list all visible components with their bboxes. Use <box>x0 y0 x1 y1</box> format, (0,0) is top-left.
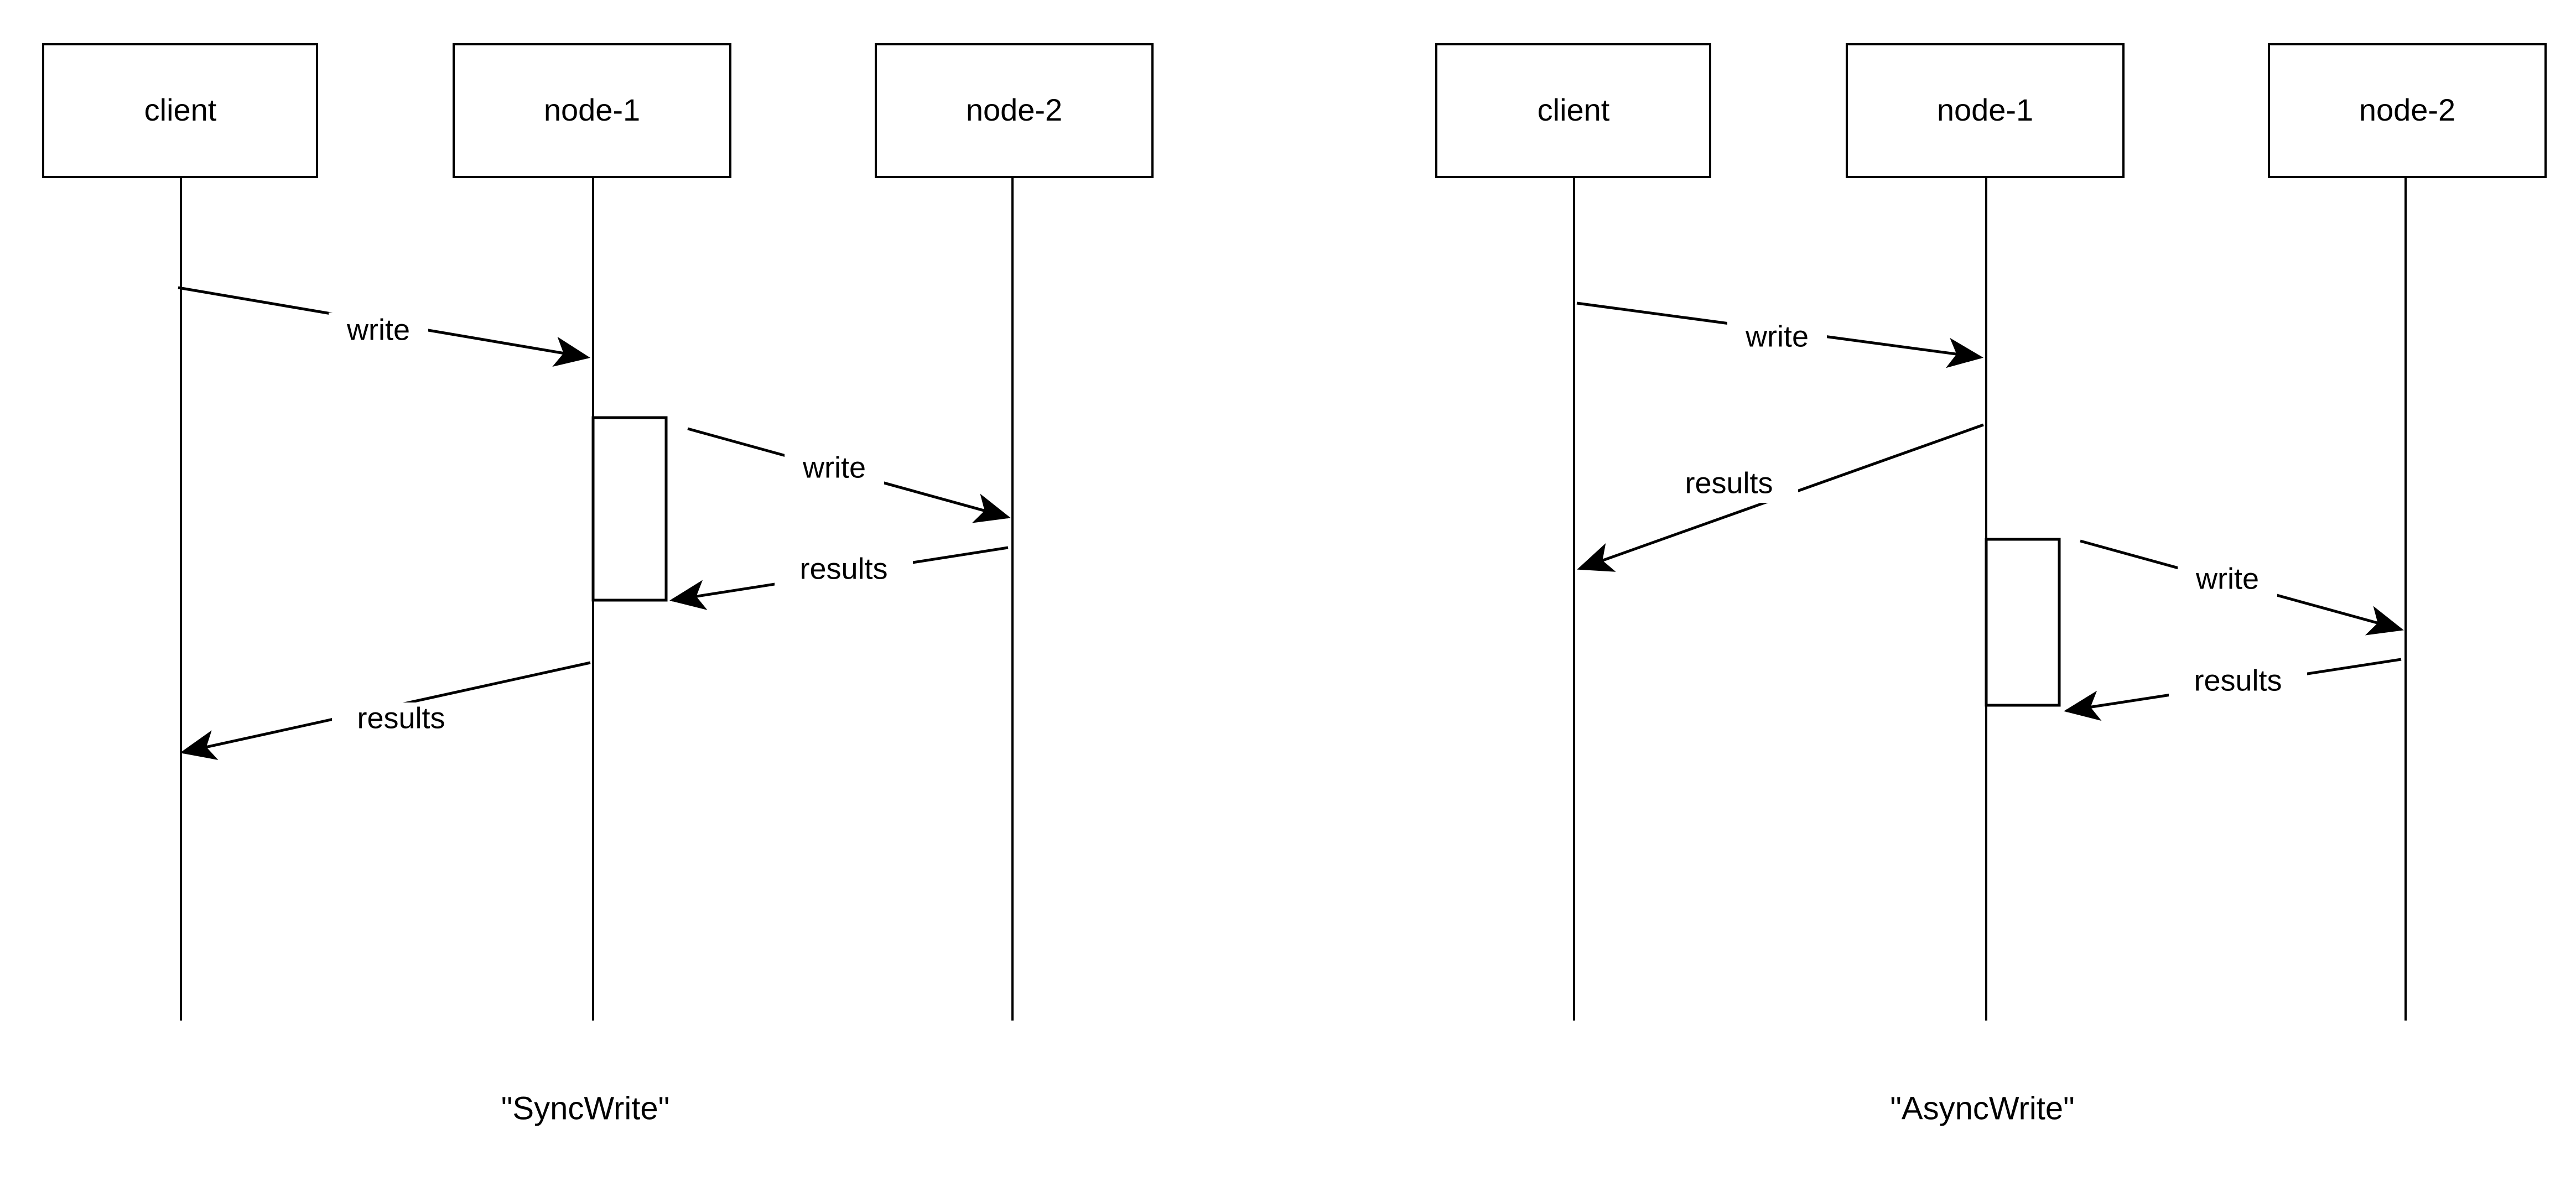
message-write-client-node1: write <box>178 286 590 367</box>
participant-client[interactable]: client <box>1435 43 1711 178</box>
message-results-node2-node1: results <box>669 546 1009 610</box>
message-results-node1-client: results <box>1577 423 1984 572</box>
message-write-node1-node2: write <box>2080 539 2404 636</box>
message-label-backdrop <box>2169 665 2307 700</box>
message-label: results <box>2194 664 2282 697</box>
message-write-node1-node2: write <box>687 427 1011 523</box>
message-label: results <box>1685 466 1773 499</box>
message-label-backdrop <box>2178 563 2277 598</box>
participant-label: client <box>144 92 217 127</box>
participant-label: node-2 <box>966 92 1062 127</box>
message-write-client-node1: write <box>1576 301 1983 368</box>
message-label-backdrop <box>785 450 884 486</box>
participant-node-2[interactable]: node-2 <box>875 43 1154 178</box>
message-label: results <box>799 552 887 585</box>
message-results-node2-node1: results <box>2064 658 2402 721</box>
message-label-backdrop <box>332 702 470 738</box>
message-label: write <box>1745 320 1809 353</box>
participant-box <box>42 43 318 178</box>
message-label-backdrop <box>1660 467 1798 503</box>
diagram-sync-write: client node-1 node-2 write <box>42 43 1154 1126</box>
participant-label: client <box>1538 92 1610 127</box>
participant-node-2[interactable]: node-2 <box>2268 43 2547 178</box>
message-results-node1-client: results <box>180 661 591 760</box>
participant-box <box>2268 43 2547 178</box>
participant-box <box>1435 43 1711 178</box>
message-label: results <box>357 701 445 735</box>
message-label-backdrop <box>775 553 913 589</box>
participant-label: node-2 <box>2359 92 2455 127</box>
participant-node-1[interactable]: node-1 <box>1846 43 2125 178</box>
participant-box <box>453 43 731 178</box>
message-label-backdrop <box>329 313 428 348</box>
diagram-async-write: client node-1 node-2 write <box>1435 43 2547 1126</box>
participant-box <box>1846 43 2125 178</box>
participant-label: node-1 <box>1937 92 2033 127</box>
participant-label: node-1 <box>544 92 640 127</box>
message-label: write <box>346 313 410 346</box>
participant-client[interactable]: client <box>42 43 318 178</box>
activation-bar-node-1 <box>1985 538 2061 707</box>
diagram-caption-async-write: "AsyncWrite" <box>1890 1090 2074 1126</box>
message-label: write <box>802 451 866 484</box>
participant-node-1[interactable]: node-1 <box>453 43 731 178</box>
message-label: write <box>2195 562 2259 595</box>
participant-box <box>875 43 1154 178</box>
message-label-backdrop <box>1727 321 1827 356</box>
diagram-caption-sync-write: "SyncWrite" <box>501 1090 669 1126</box>
activation-bar-node-1 <box>591 416 668 602</box>
